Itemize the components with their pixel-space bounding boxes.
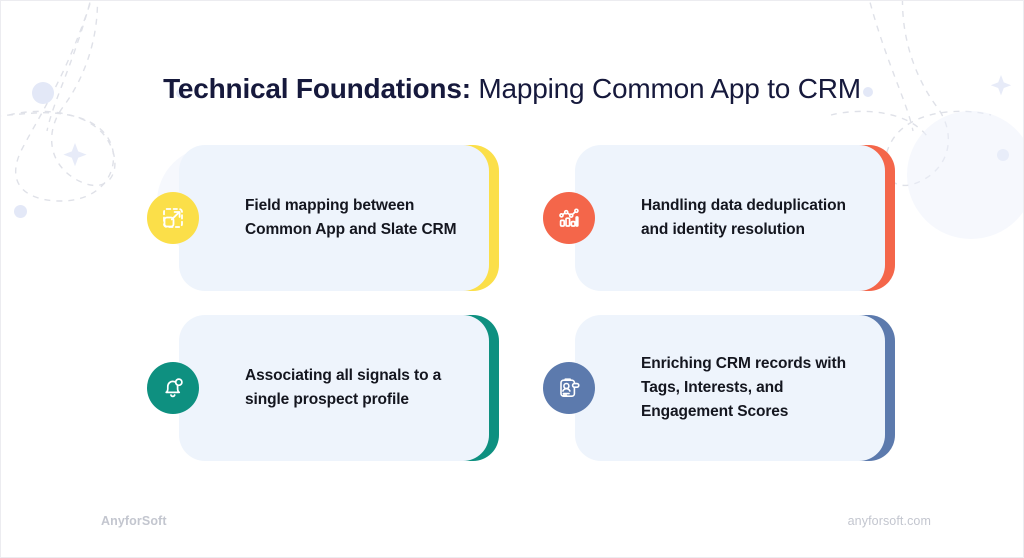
card-text: Associating all signals to a single pros…: [245, 367, 442, 408]
card-item[interactable]: Field mapping between Common App and Sla…: [147, 145, 499, 291]
page-title-bold: Technical Foundations:: [163, 73, 471, 104]
cards-grid: Field mapping between Common App and Sla…: [147, 145, 895, 461]
footer-website[interactable]: anyforsoft.com: [847, 514, 931, 528]
card-body[interactable]: Field mapping between Common App and Sla…: [179, 145, 489, 291]
card-text: Handling data deduplication and identity…: [641, 197, 846, 238]
bar-chart-line-icon: [543, 192, 595, 244]
decor-dot: [14, 205, 27, 218]
card-item[interactable]: Handling data deduplication and identity…: [543, 145, 895, 291]
footer-brand: AnyforSoft: [101, 514, 167, 528]
profile-card-icon: [543, 362, 595, 414]
page-title-regular: Mapping Common App to CRM: [478, 73, 861, 104]
card-item[interactable]: Associating all signals to a single pros…: [147, 315, 499, 461]
expand-resize-icon: [147, 192, 199, 244]
card-text: Enriching CRM records with Tags, Interes…: [641, 355, 846, 420]
decor-dot: [997, 149, 1009, 161]
card-item[interactable]: Enriching CRM records with Tags, Interes…: [543, 315, 895, 461]
card-text: Field mapping between Common App and Sla…: [245, 197, 457, 238]
decor-blob: [907, 111, 1023, 239]
card-body[interactable]: Associating all signals to a single pros…: [179, 315, 489, 461]
bell-notification-icon: [147, 362, 199, 414]
card-body[interactable]: Enriching CRM records with Tags, Interes…: [575, 315, 885, 461]
sparkle-icon: [63, 143, 87, 167]
page-title: Technical Foundations: Mapping Common Ap…: [1, 71, 1023, 107]
card-body[interactable]: Handling data deduplication and identity…: [575, 145, 885, 291]
